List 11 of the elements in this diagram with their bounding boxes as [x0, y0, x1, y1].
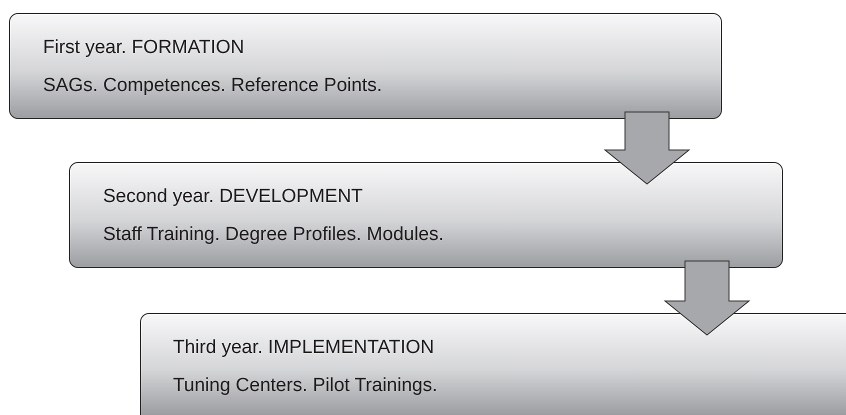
process-box	[69, 162, 783, 268]
stage-description: SAGs. Competences. Reference Points.	[43, 75, 382, 97]
process-box	[9, 13, 722, 119]
block-arrow	[664, 260, 750, 336]
stage-heading: First year. FORMATION	[43, 37, 244, 59]
stage-heading: Second year. DEVELOPMENT	[103, 186, 363, 208]
block-arrow	[604, 112, 690, 185]
stage-description: Tuning Centers. Pilot Trainings.	[173, 375, 438, 397]
stage-heading: Third year. IMPLEMENTATION	[173, 337, 434, 359]
stage-description: Staff Training. Degree Profiles. Modules.	[103, 224, 444, 246]
process-box	[140, 313, 846, 415]
